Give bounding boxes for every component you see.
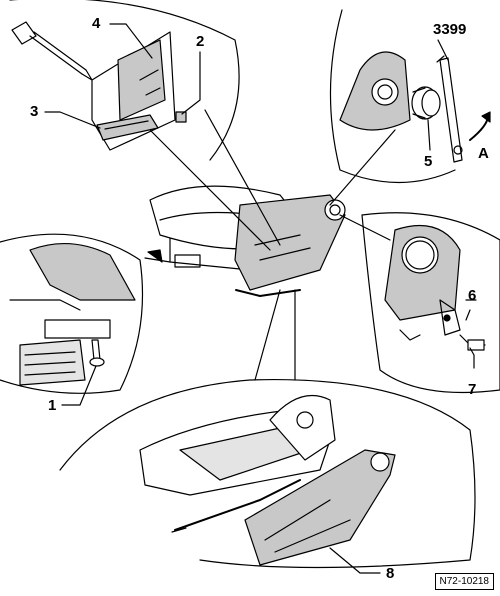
- callout-3: 3: [30, 103, 39, 120]
- callout-5: 5: [424, 153, 433, 170]
- cover-part: [244, 449, 396, 566]
- detail-right: [361, 212, 500, 394]
- callout-1: 1: [48, 397, 57, 414]
- callout-7: 7: [468, 381, 477, 398]
- detail-top-left: [9, 0, 240, 161]
- detail-top-right: [329, 9, 491, 184]
- knob-part: [411, 86, 441, 120]
- callout-tool-3399: 3399: [433, 21, 467, 38]
- detail-left: [0, 233, 144, 406]
- detail-bottom: [59, 379, 476, 574]
- tool-3399-icon: [436, 55, 463, 163]
- figure-reference: N72-10218: [434, 573, 494, 590]
- seat-main: [144, 185, 346, 297]
- arrow-icon: [481, 111, 491, 123]
- screwdriver-icon: [11, 21, 93, 81]
- callout-arrow-a: A: [478, 145, 489, 162]
- callout-8: 8: [386, 565, 395, 582]
- callout-4: 4: [92, 15, 101, 32]
- callout-2: 2: [196, 33, 205, 50]
- handle-part: [96, 114, 159, 141]
- callout-6: 6: [468, 287, 477, 304]
- clip-part: [175, 111, 187, 123]
- bolt-part: [89, 339, 105, 367]
- connector-lines: [149, 109, 396, 381]
